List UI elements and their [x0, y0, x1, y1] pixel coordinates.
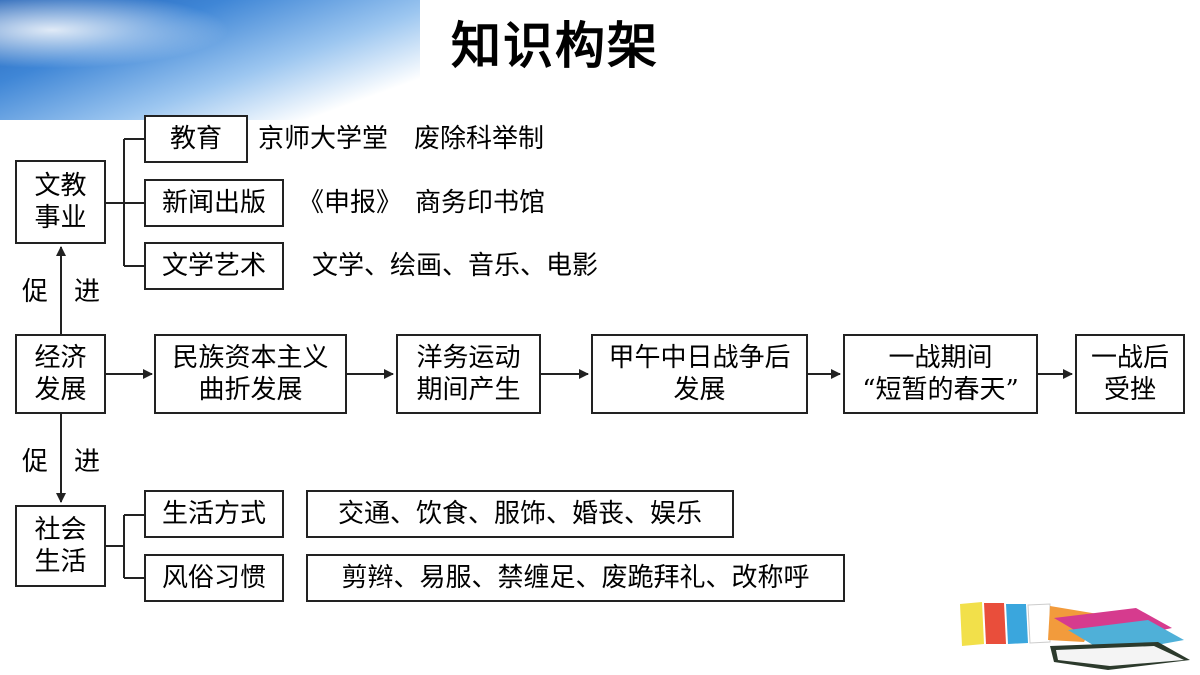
culture-category-press: 新闻出版	[144, 179, 284, 227]
economy-stage-2: 洋务运动 期间产生	[396, 334, 541, 414]
economy-stage-4: 一战期间 “短暂的春天”	[843, 334, 1038, 414]
culture-category-education: 教育	[144, 115, 248, 163]
books-stack-icon	[958, 600, 1193, 672]
culture-category-arts: 文学艺术	[144, 242, 284, 290]
society-detail-lifestyle: 交通、饮食、服饰、婚丧、娱乐	[306, 490, 734, 538]
economy-stage-3: 甲午中日战争后 发展	[591, 334, 808, 414]
promote-up-label: 促 进	[22, 277, 101, 307]
culture-detail-education: 京师大学堂 废除科举制	[258, 124, 545, 154]
society-node: 社会 生活	[15, 505, 106, 587]
culture-node: 文教 事业	[15, 160, 106, 244]
society-category-customs: 风俗习惯	[144, 554, 284, 602]
promote-down-label: 促 进	[22, 447, 101, 477]
culture-detail-arts: 文学、绘画、音乐、电影	[312, 251, 599, 281]
page-title: 知识构架	[451, 17, 659, 75]
economy-stage-1: 民族资本主义 曲折发展	[154, 334, 347, 414]
society-category-lifestyle: 生活方式	[144, 490, 284, 538]
economy-stage-5: 一战后 受挫	[1075, 334, 1185, 414]
economy-node: 经济 发展	[15, 334, 106, 414]
culture-detail-press: 《申报》 商务印书馆	[298, 188, 546, 218]
cloud-highlight	[0, 0, 260, 75]
society-detail-customs: 剪辫、易服、禁缠足、废跪拜礼、改称呼	[306, 554, 845, 602]
